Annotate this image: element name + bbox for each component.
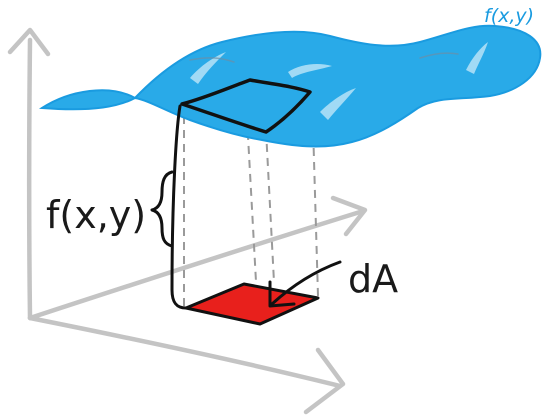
surface-shading-mark (189, 57, 235, 63)
surface-label: f(x,y) (484, 5, 534, 27)
projection-line-center (246, 117, 259, 319)
area-element-label: dA (348, 257, 398, 301)
area-element-dA (184, 282, 320, 326)
axes (7, 27, 368, 415)
z-axis (27, 37, 33, 321)
surface-shading-mark (419, 52, 459, 59)
projection-line-back (265, 129, 275, 283)
y-axis-arrowhead (330, 195, 368, 237)
surface-highlight (466, 42, 488, 74)
dA-pointer-arrow (268, 260, 342, 308)
x-axis (27, 315, 343, 389)
curly-brace (150, 170, 174, 248)
x-axis-arrowhead (303, 347, 346, 415)
height-label: f(x,y) (46, 193, 146, 237)
y-axis (27, 209, 363, 321)
surface-highlight (288, 64, 332, 78)
surface-highlight (320, 88, 356, 120)
arrow-shaft (270, 260, 342, 306)
surface-highlight (190, 52, 226, 84)
height-line (170, 104, 188, 310)
height-bracket (150, 104, 188, 310)
z-axis-arrowhead (7, 27, 51, 57)
arrow-head (268, 280, 296, 308)
surface-patch-outline (180, 78, 312, 134)
